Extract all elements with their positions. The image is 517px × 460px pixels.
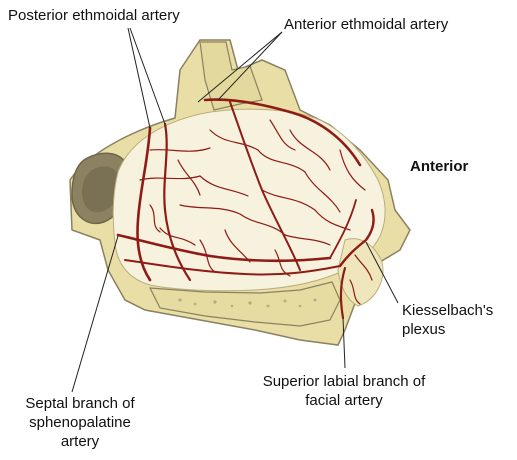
leader-septal-branch [72, 236, 118, 392]
label-anterior-ethmoidal-artery: Anterior ethmoidal artery [284, 15, 448, 34]
leader-posterior-ethmoidal-1 [128, 28, 150, 128]
label-superior-labial-line1: Superior labial branch of [244, 372, 444, 391]
label-kiesselbach-line2: plexus [402, 320, 493, 339]
label-anterior: Anterior [410, 157, 468, 176]
label-septal-line2: sphenopalatine [10, 413, 150, 432]
label-kiesselbach-plexus: Kiesselbach's plexus [402, 301, 493, 339]
label-superior-labial-line2: facial artery [244, 391, 444, 410]
label-posterior-ethmoidal-artery: Posterior ethmoidal artery [8, 6, 180, 25]
label-superior-labial-branch: Superior labial branch of facial artery [244, 372, 444, 410]
label-septal-line3: artery [10, 432, 150, 451]
leader-posterior-ethmoidal-2 [130, 28, 165, 124]
label-septal-line1: Septal branch of [10, 394, 150, 413]
label-kiesselbach-line1: Kiesselbach's [402, 301, 493, 320]
label-septal-branch: Septal branch of sphenopalatine artery [10, 394, 150, 451]
